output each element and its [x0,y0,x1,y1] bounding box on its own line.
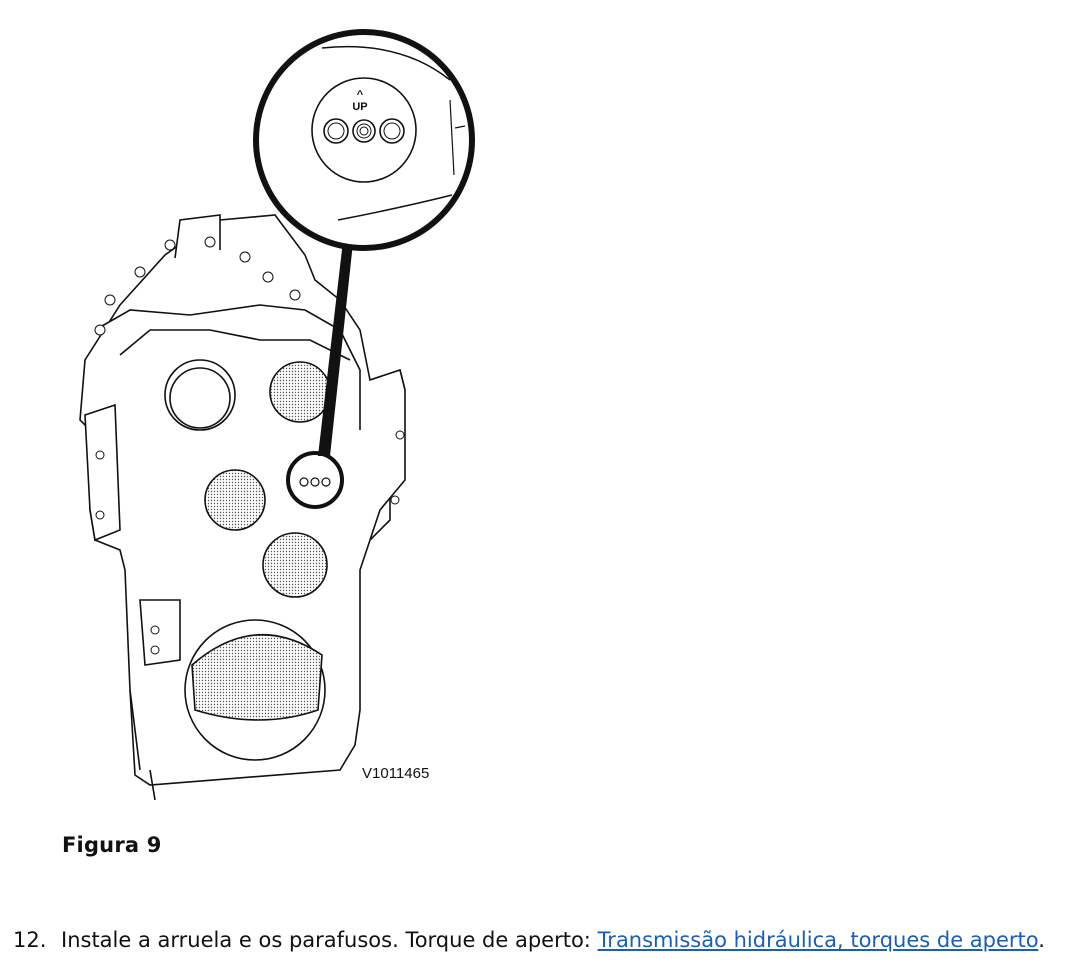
figure-image-code: V1011465 [362,765,429,782]
up-label: UP [352,101,367,113]
torque-spec-link[interactable]: Transmissão hidráulica, torques de apert… [597,928,1039,952]
up-marker-pocket [286,451,344,509]
step-suffix: . [1038,928,1045,952]
step-12: 12. Instale a arruela e os parafusos. Tor… [13,928,1045,952]
svg-text:^: ^ [357,89,364,101]
bores [164,359,331,761]
callout-leader [318,215,356,456]
step-text: Instale a arruela e os parafusos. Torque… [61,928,598,952]
transmission-housing-illustration: ^ UP V1011465 [60,10,480,800]
figure-caption: Figura 9 [62,833,162,857]
bolt-holes [94,236,405,655]
magnified-callout: ^ UP [253,29,475,251]
step-number: 12. [13,928,47,952]
